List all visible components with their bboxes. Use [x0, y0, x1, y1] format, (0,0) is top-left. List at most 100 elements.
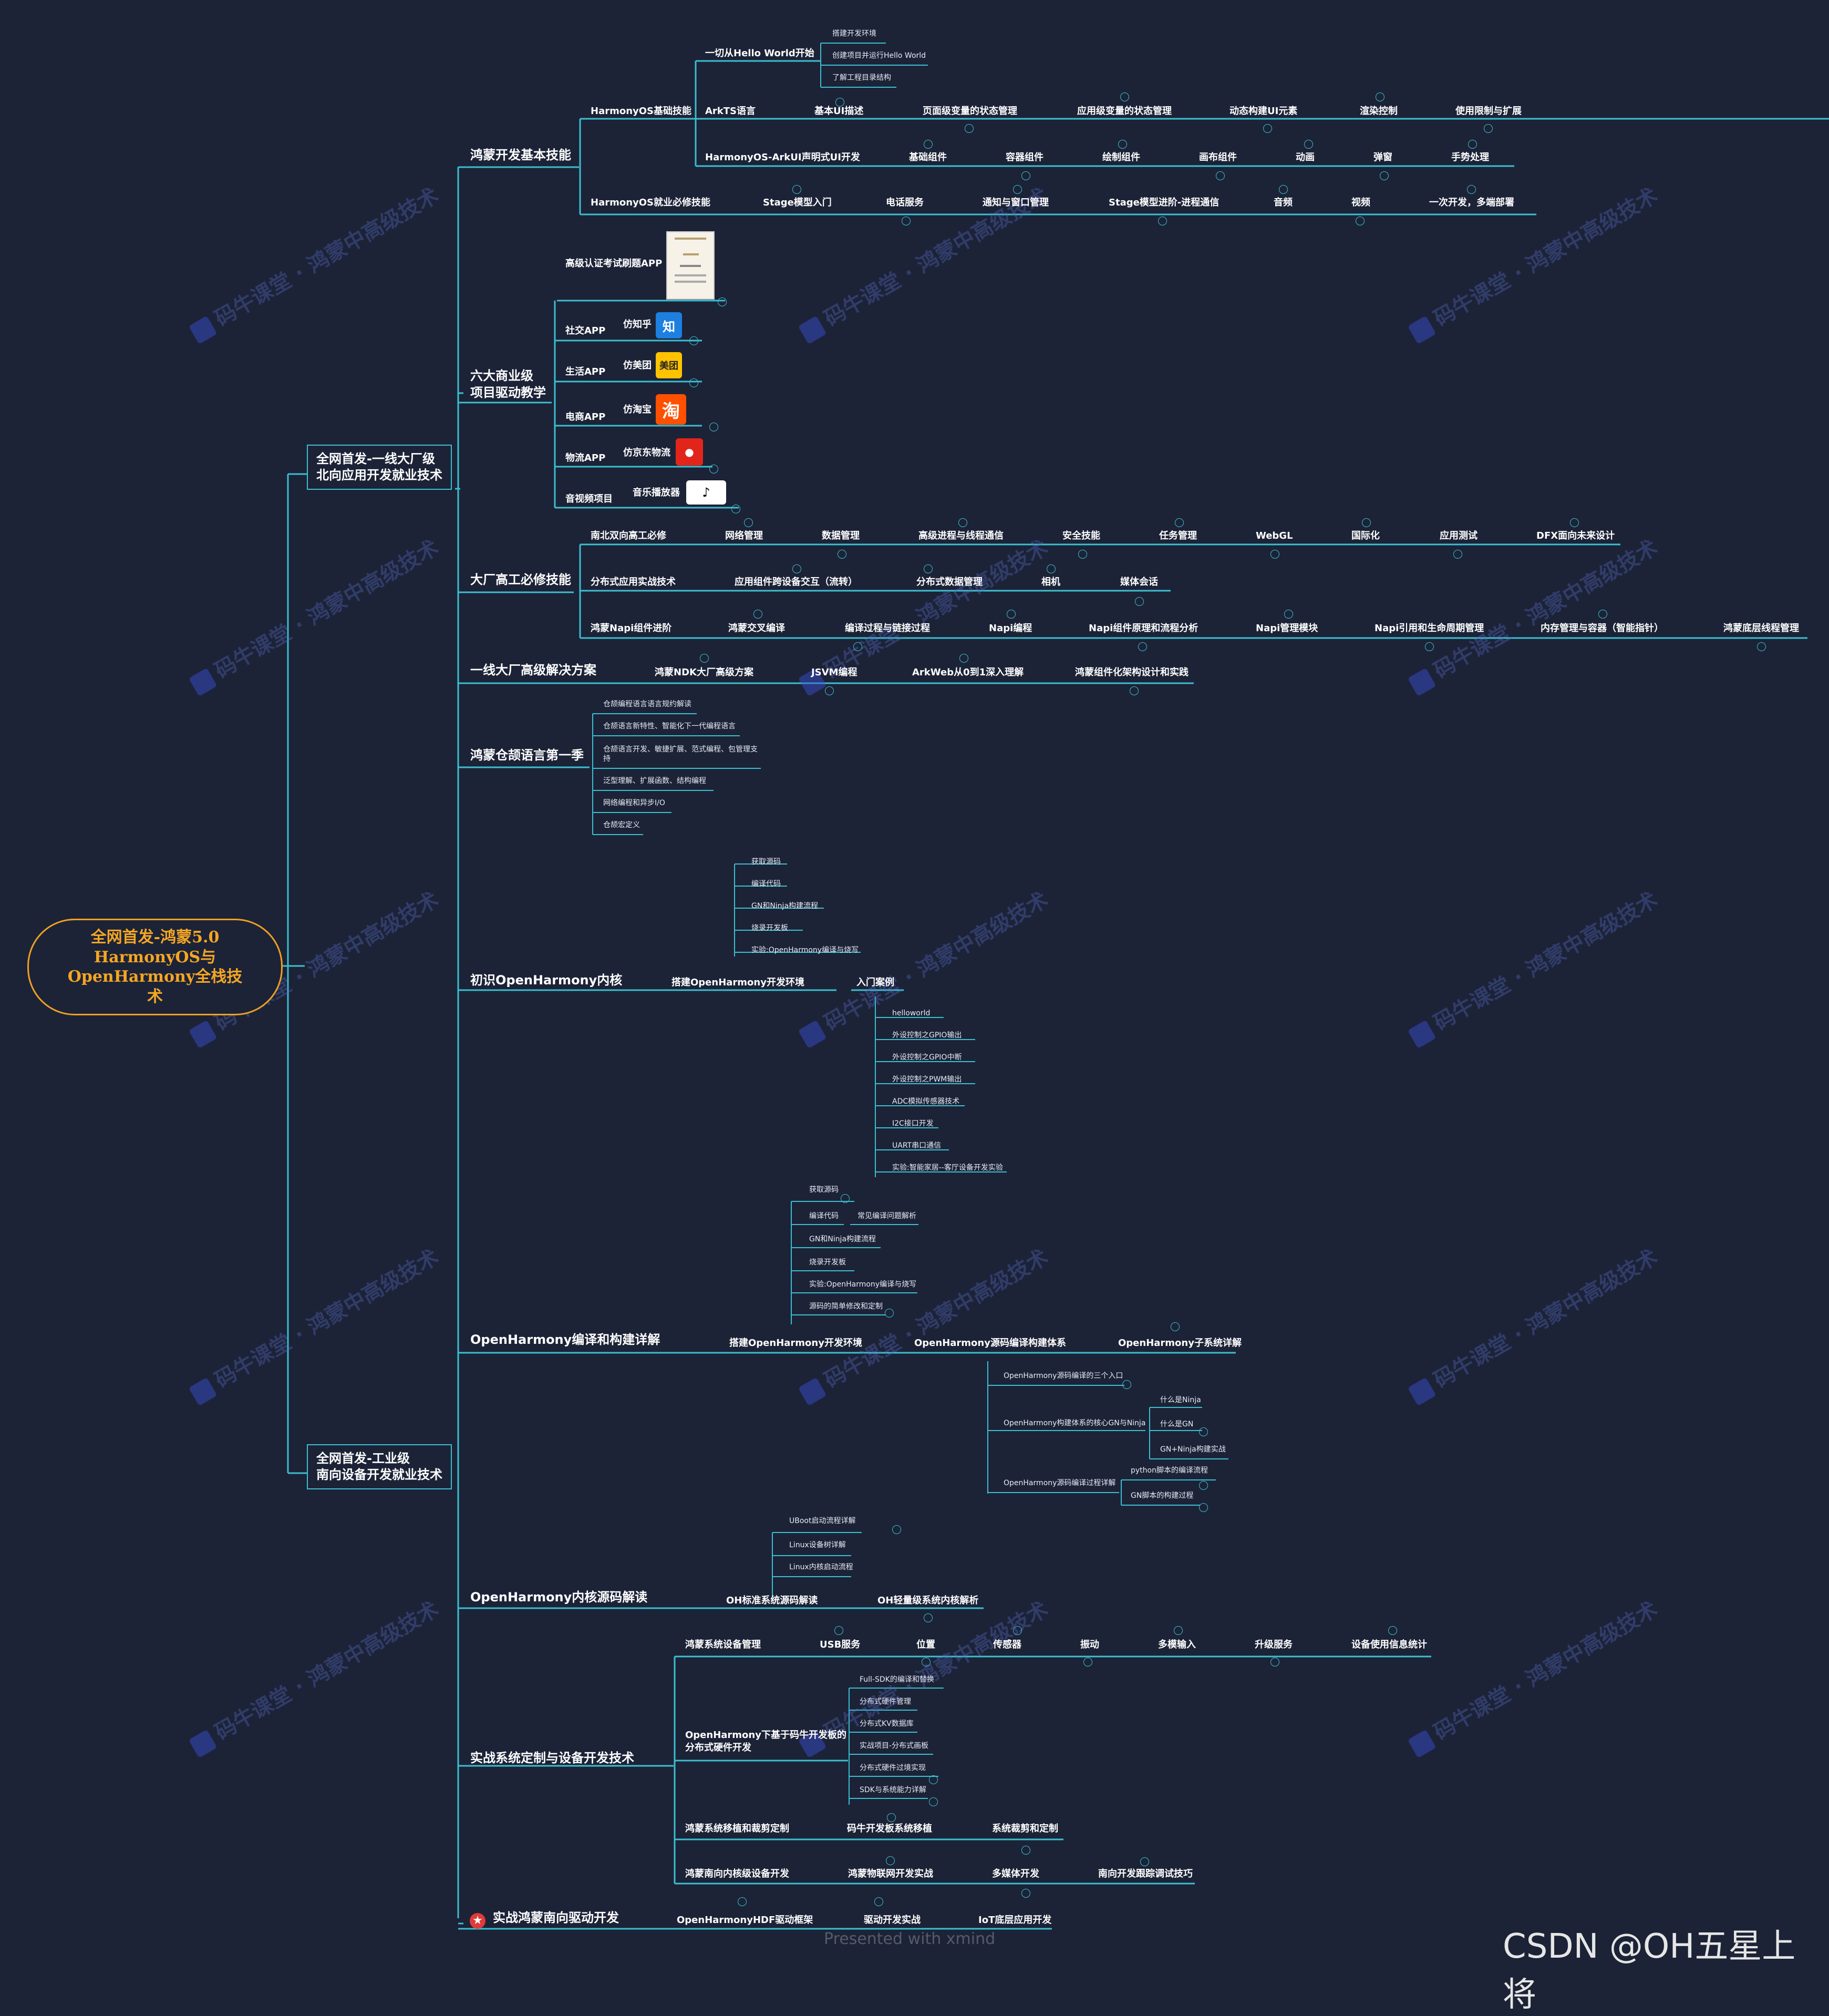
node-t2b3[interactable]: OpenHarmony源码编译过程详解 — [1004, 1479, 1116, 1487]
node-t4[interactable]: 实战系统定制与设备开发技术 — [470, 1751, 634, 1765]
node-s1b3[interactable]: 通知与窗口管理 — [983, 197, 1049, 208]
node-s1b6[interactable]: 视频 — [1351, 197, 1370, 208]
node-t4a3[interactable]: 传感器 — [993, 1639, 1021, 1650]
node-s5b[interactable]: 仓颉语言新特性、智能化下一代编程语言 — [603, 722, 736, 731]
node-s3a[interactable]: 南北双向高工必修 — [591, 530, 666, 541]
node-s3a5[interactable]: 任务管理 — [1159, 530, 1197, 541]
node-s3c[interactable]: 鸿蒙Napi组件进阶 — [591, 623, 672, 634]
node-s3c3[interactable]: Napi编程 — [989, 623, 1032, 634]
node-s5f[interactable]: 仓颉宏定义 — [603, 821, 640, 829]
node-t2a2x[interactable]: 常见编译问题解析 — [857, 1212, 916, 1220]
node-s3b4[interactable]: 媒体会话 — [1120, 577, 1158, 588]
node-t4c2[interactable]: 系统裁剪和定制 — [992, 1823, 1058, 1834]
node-t4d2[interactable]: 多媒体开发 — [992, 1868, 1039, 1879]
node-t3a1[interactable]: UBoot启动流程详解 — [789, 1517, 856, 1525]
node-s3a6[interactable]: WebGL — [1256, 530, 1293, 541]
node-s1a-ui2[interactable]: 容器组件 — [1006, 152, 1043, 163]
node-t4b6[interactable]: SDK与系统能力详解 — [860, 1786, 926, 1794]
node-s2-l1[interactable]: 六大商业级 — [470, 368, 533, 383]
node-t2a[interactable]: 搭建OpenHarmony开发环境 — [729, 1338, 862, 1349]
node-s1a-ui4[interactable]: 画布组件 — [1199, 152, 1237, 163]
node-s2-media-app[interactable]: 音乐播放器 — [633, 487, 680, 498]
node-t1a1[interactable]: 获取源码 — [751, 858, 781, 866]
node-s1b7[interactable]: 一次开发，多端部署 — [1429, 197, 1514, 208]
node-s2-life[interactable]: 生活APP — [565, 366, 606, 377]
node-s3c4[interactable]: Napi组件原理和流程分析 — [1089, 623, 1198, 634]
node-t3a2[interactable]: Linux设备树详解 — [789, 1541, 846, 1549]
node-s3a1[interactable]: 网络管理 — [725, 530, 763, 541]
node-s3c1[interactable]: 鸿蒙交叉编译 — [728, 623, 785, 634]
node-t4a1[interactable]: USB服务 — [820, 1639, 861, 1650]
node-s1a[interactable]: HarmonyOS基础技能 — [591, 106, 692, 117]
node-t4b-l1[interactable]: OpenHarmony下基于码牛开发板的 — [685, 1730, 846, 1741]
node-s5a[interactable]: 仓颉编程语言语言规约解读 — [603, 700, 691, 708]
node-s1a-ark4[interactable]: 动态构建UI元素 — [1229, 106, 1298, 117]
node-s3c7[interactable]: 内存管理与容器（智能指针） — [1541, 623, 1663, 634]
node-t4a4[interactable]: 振动 — [1080, 1639, 1099, 1650]
node-s1a-hw3[interactable]: 了解工程目录结构 — [832, 74, 891, 82]
node-t2[interactable]: OpenHarmony编译和构建详解 — [470, 1332, 660, 1347]
node-s1b1[interactable]: Stage模型入门 — [763, 197, 832, 208]
node-s1a-ark5[interactable]: 渲染控制 — [1360, 106, 1398, 117]
node-t2a2[interactable]: 编译代码 — [809, 1212, 839, 1220]
node-t1b6[interactable]: I2C接口开发 — [892, 1119, 934, 1128]
node-s3b2[interactable]: 分布式数据管理 — [916, 577, 983, 588]
node-t5[interactable]: 实战鸿蒙南向驱动开发 — [493, 1910, 619, 1925]
node-s1a-ark[interactable]: ArkTS语言 — [705, 106, 756, 117]
node-t2a4[interactable]: 烧录开发板 — [809, 1258, 846, 1267]
node-t2a6[interactable]: 源码的简单修改和定制 — [809, 1302, 883, 1311]
node-t2b3b[interactable]: GN脚本的构建过程 — [1131, 1492, 1194, 1500]
node-t2a3[interactable]: GN和Ninja构建流程 — [809, 1235, 876, 1243]
node-s1b4[interactable]: Stage模型进阶-进程通信 — [1109, 197, 1220, 208]
node-t2a5[interactable]: 实验:OpenHarmony编译与烧写 — [809, 1280, 917, 1289]
node-s2-logi-app[interactable]: 仿京东物流 — [623, 447, 670, 458]
node-t2b2c[interactable]: GN+Ninja构建实战 — [1160, 1445, 1226, 1454]
node-t1b3[interactable]: 外设控制之GPIO中断 — [892, 1053, 962, 1062]
node-s5c1[interactable]: 仓颉语言开发、敏捷扩展、范式编程、包管理支 — [603, 745, 758, 754]
node-s3c8[interactable]: 鸿蒙底层线程管理 — [1723, 623, 1799, 634]
node-s3[interactable]: 大厂高工必修技能 — [470, 572, 571, 587]
node-s3a9[interactable]: DFX面向未来设计 — [1536, 530, 1615, 541]
node-s5d[interactable]: 泛型理解、扩展函数、结构编程 — [603, 777, 706, 785]
node-s1b2[interactable]: 电话服务 — [886, 197, 924, 208]
node-t4b-l2[interactable]: 分布式硬件开发 — [685, 1742, 751, 1753]
node-t1b1[interactable]: helloworld — [892, 1009, 931, 1017]
node-t2b3a[interactable]: python脚本的编译流程 — [1131, 1466, 1208, 1475]
node-s1a-ui1[interactable]: 基础组件 — [909, 152, 947, 163]
node-t4c1[interactable]: 码牛开发板系统移植 — [847, 1823, 932, 1834]
node-t2b[interactable]: OpenHarmony源码编译构建体系 — [914, 1338, 1066, 1349]
node-t1a2[interactable]: 编译代码 — [751, 880, 781, 888]
node-t2b2a[interactable]: 什么是Ninja — [1160, 1396, 1201, 1404]
node-t4b5[interactable]: 分布式硬件过境实现 — [860, 1764, 926, 1772]
node-t2a1[interactable]: 获取源码 — [809, 1186, 839, 1194]
node-t1b4[interactable]: 外设控制之PWM输出 — [892, 1075, 962, 1084]
node-t1b7[interactable]: UART串口通信 — [892, 1141, 942, 1150]
node-t4b1[interactable]: Full-SDK的编译和替换 — [860, 1675, 934, 1684]
node-s1a-ui5[interactable]: 动画 — [1296, 152, 1315, 163]
node-t1b2[interactable]: 外设控制之GPIO输出 — [892, 1031, 962, 1040]
node-s3a3[interactable]: 高级进程与线程通信 — [918, 530, 1004, 541]
node-s3c6[interactable]: Napi引用和生命周期管理 — [1375, 623, 1484, 634]
node-t2c[interactable]: OpenHarmony子系统详解 — [1118, 1338, 1242, 1349]
root-node[interactable]: 全网首发-鸿蒙5.0 HarmonyOS与 OpenHarmony全栈技 术 — [27, 919, 283, 1015]
node-t4a2[interactable]: 位置 — [916, 1639, 935, 1650]
node-s4b[interactable]: JSVM编程 — [811, 667, 857, 678]
node-t4b4[interactable]: 实战项目-分布式画板 — [860, 1742, 929, 1750]
node-s2-l2[interactable]: 项目驱动教学 — [470, 385, 546, 400]
node-s1b5[interactable]: 音频 — [1274, 197, 1293, 208]
node-t1b[interactable]: 入门案例 — [856, 977, 894, 988]
node-s1a-hw1[interactable]: 搭建开发环境 — [832, 29, 876, 38]
node-s1a-ui[interactable]: HarmonyOS-ArkUI声明式UI开发 — [705, 152, 860, 163]
node-t1a5[interactable]: 实验:OpenHarmony编译与烧写 — [751, 946, 859, 954]
node-s4[interactable]: 一线大厂高级解决方案 — [470, 663, 596, 677]
node-s3b3[interactable]: 相机 — [1041, 577, 1060, 588]
node-t1a3[interactable]: GN和Ninja构建流程 — [751, 902, 819, 910]
node-t4d3[interactable]: 南向开发跟踪调试技巧 — [1098, 1868, 1193, 1879]
node-s3a8[interactable]: 应用测试 — [1440, 530, 1477, 541]
node-t3b[interactable]: OH轻量级系统内核解析 — [877, 1595, 979, 1606]
node-t1[interactable]: 初识OpenHarmony内核 — [470, 973, 623, 988]
branch-north-node[interactable]: 全网首发-一线大厂级 北向应用开发就业技术 — [307, 445, 452, 490]
node-t2b2b[interactable]: 什么是GN — [1160, 1420, 1194, 1428]
node-t1a[interactable]: 搭建OpenHarmony开发环境 — [671, 977, 804, 988]
node-t4b2[interactable]: 分布式硬件管理 — [860, 1698, 911, 1706]
